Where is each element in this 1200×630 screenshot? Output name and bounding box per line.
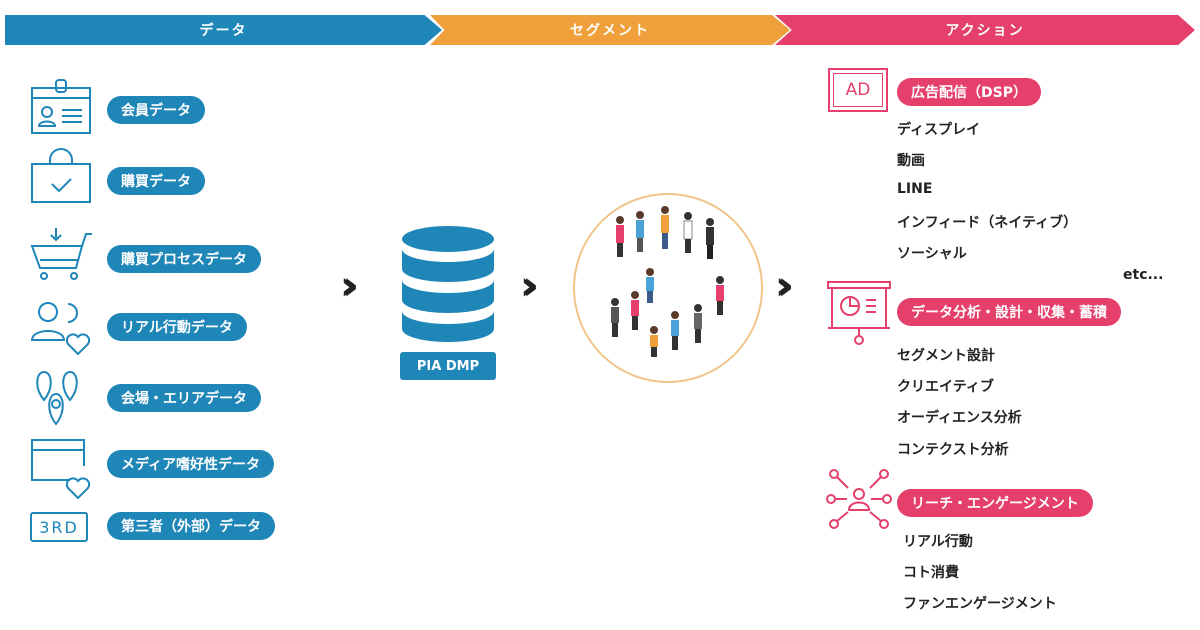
list-item: セグメント設計 [897,348,995,364]
database-icon [402,226,494,342]
shopping-cart-icon [30,228,92,280]
source-member-data: 会員データ [107,96,205,124]
third-party-icon: 3RD [30,512,88,542]
list-item: リアル行動 [903,534,973,550]
list-item: オーディエンス分析 [897,410,1022,426]
list-item: ファンエンゲージメント [903,596,1057,612]
chevron-right-icon: ›› [520,263,539,309]
action-dsp: 広告配信（DSP） [897,78,1041,106]
etc-note: etc... [1123,267,1164,283]
list-item: クリエイティブ [897,379,994,395]
list-item: コト消費 [903,565,959,581]
source-venue-area-data: 会場・エリアデータ [107,384,261,412]
audience-segment-illustration [573,193,763,383]
source-third-party-data: 第三者（外部）データ [107,512,275,540]
chevron-right-icon: ›› [775,263,794,309]
list-item: ソーシャル [897,246,967,262]
list-item: 動画 [897,153,925,169]
shopping-bag-icon [31,148,91,203]
ad-icon: AD [828,68,888,112]
source-purchase-process-data: 購買プロセスデータ [107,245,261,273]
list-item: ディスプレイ [897,122,981,138]
list-item: コンテクスト分析 [897,442,1009,458]
member-card-icon [31,79,91,134]
list-item: インフィード（ネイティブ） [897,215,1078,231]
chevron-right-icon: ›› [340,263,359,309]
location-pins-icon [36,370,78,426]
ad-icon-text: AD [833,73,883,107]
dmp-label: PIA DMP [400,352,496,380]
source-purchase-data: 購買データ [107,167,205,195]
stage-data: データ [5,15,442,45]
people-heart-icon [30,302,91,356]
action-data-analysis: データ分析・設計・収集・蓄積 [897,298,1121,326]
network-person-icon [826,469,892,529]
action-reach-engagement: リーチ・エンゲージメント [897,489,1093,517]
list-item: LINE [897,181,933,197]
source-media-preference-data: メディア嗜好性データ [107,450,275,478]
stage-action: アクション [775,15,1195,45]
stage-segment: セグメント [430,15,790,45]
presentation-chart-icon [827,281,891,345]
browser-heart-icon [31,439,91,500]
source-real-behavior-data: リアル行動データ [107,313,247,341]
